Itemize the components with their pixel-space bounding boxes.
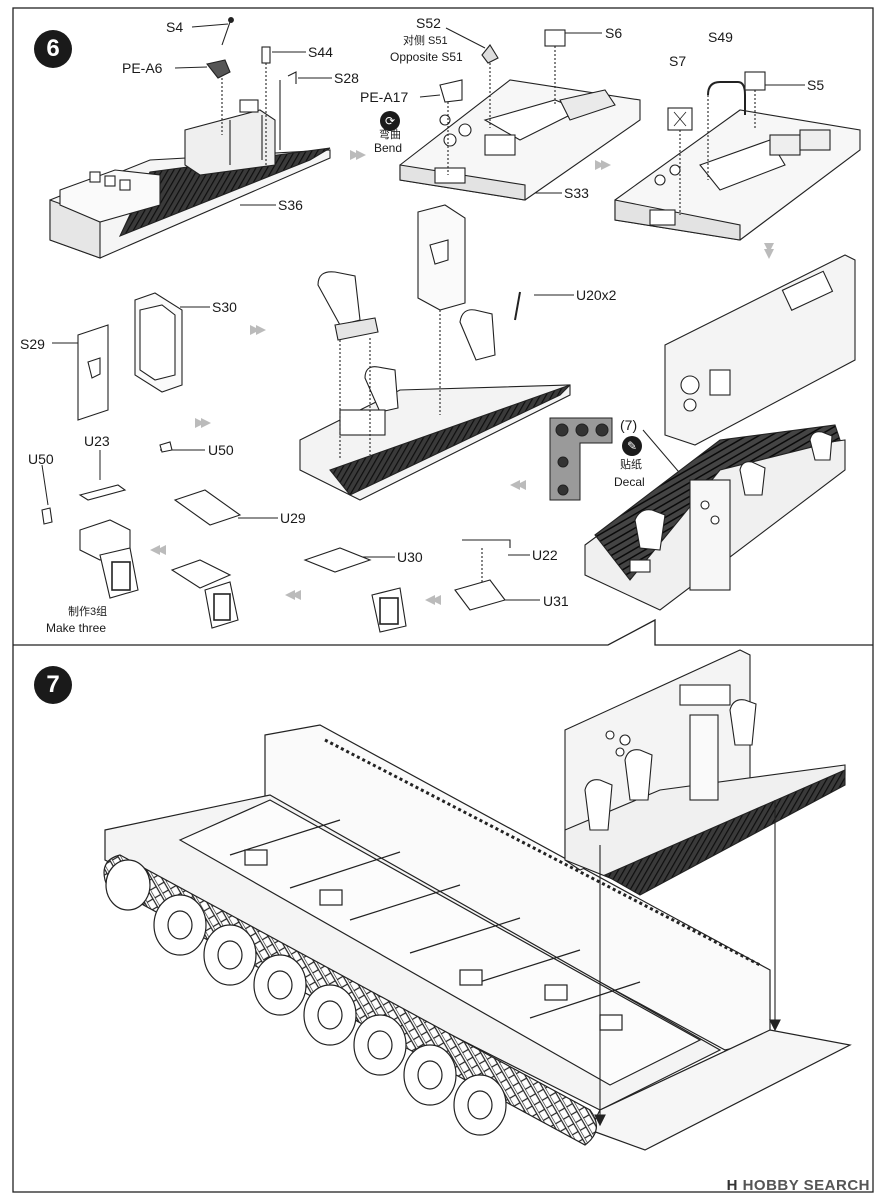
part-label-u22: U22 [532, 547, 558, 563]
part-label-s33: S33 [564, 185, 589, 201]
seat-subassemblies [41, 441, 511, 633]
make-three-en: Make three [46, 621, 107, 635]
part-label-s6: S6 [605, 25, 623, 41]
part-label-u50-left: U50 [28, 451, 54, 467]
floor-assembly-s33 [399, 29, 641, 201]
flow-arrow-icon [150, 150, 774, 605]
decal-icon: ✎ [622, 436, 642, 456]
floor-assembly-s36 [49, 80, 331, 259]
part-label-u29: U29 [280, 510, 306, 526]
bend-icon: ⟳ [380, 111, 400, 131]
part-label-pe-a17: PE-A17 [360, 89, 409, 105]
part-label-s5: S5 [807, 77, 825, 93]
part-label-s4: S4 [166, 19, 184, 35]
part-label-s29: S29 [20, 336, 45, 352]
interior-assembly-center [299, 204, 571, 501]
bend-label-en: Bend [374, 141, 403, 155]
small-parts-group-1 [206, 17, 297, 165]
make-three-cn: 制作3组 [68, 606, 108, 618]
watermark: H HOBBY SEARCH [727, 1177, 870, 1194]
part-label-s36: S36 [278, 197, 303, 213]
leader-lines [41, 23, 805, 601]
part-label-s7: S7 [669, 53, 687, 69]
step-number-7: 7 [34, 666, 72, 704]
track-and-wheels [103, 854, 597, 1146]
box-s30-s29 [77, 292, 183, 421]
part-label-u20x2: U20x2 [576, 287, 617, 303]
part-note-s51-en: Opposite S51 [390, 50, 463, 64]
interior-assembly-step7 [564, 649, 846, 1127]
part-label-u30: U30 [397, 549, 423, 565]
decal-sheet [549, 417, 613, 501]
part-label-pe-a6: PE-A6 [122, 60, 163, 76]
interior-assembly-right [584, 254, 856, 611]
part-label-s49: S49 [708, 29, 733, 45]
watermark-logo: H [726, 1177, 738, 1194]
hull-assembly [104, 724, 852, 1151]
part-label-u50-right: U50 [208, 442, 234, 458]
part-label-s28: S28 [334, 70, 359, 86]
bend-label-cn: 弯曲 [379, 129, 401, 141]
watermark-text: HOBBY SEARCH [742, 1177, 870, 1194]
part-label-u23: U23 [84, 433, 110, 449]
part-label-s30: S30 [212, 299, 237, 315]
floor-assembly-right [614, 71, 861, 241]
step-number-6: 6 [34, 30, 72, 68]
decal-ref-number: (7) [620, 417, 638, 433]
part-label-s52: S52 [416, 15, 441, 31]
part-label-u31: U31 [543, 593, 569, 609]
decal-label-en: Decal [614, 475, 645, 489]
page-frame [12, 7, 874, 1193]
part-note-s51-cn: 对侧 S51 [403, 35, 448, 47]
part-label-s44: S44 [308, 44, 333, 60]
decal-label-cn: 贴纸 [620, 459, 642, 471]
